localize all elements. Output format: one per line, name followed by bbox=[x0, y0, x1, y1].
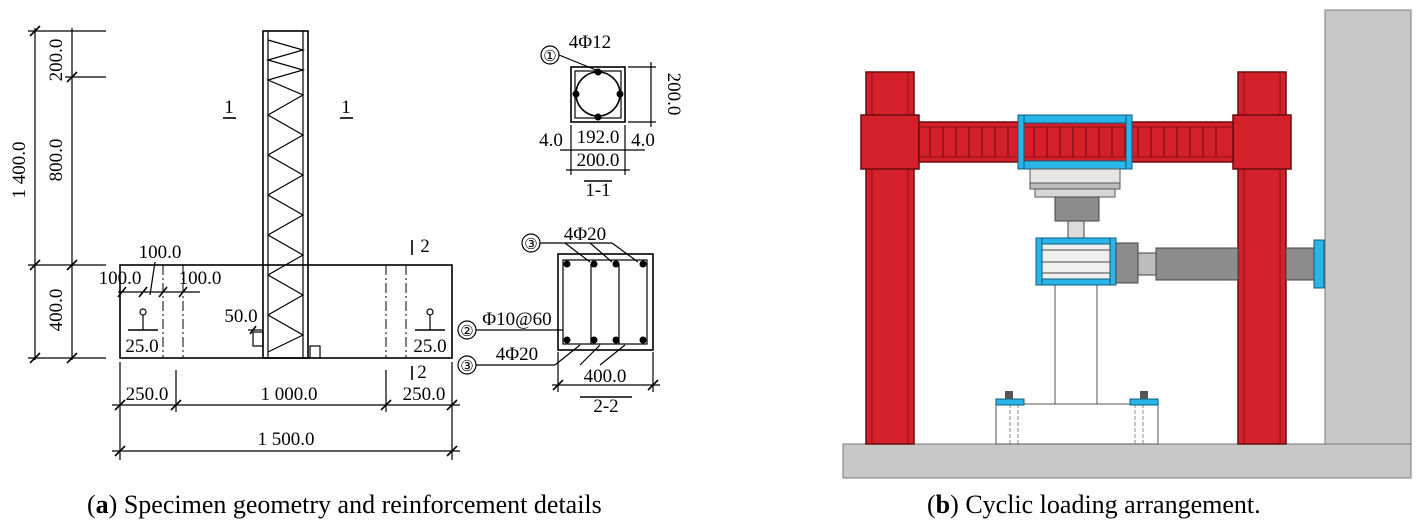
caption-b-letter: b bbox=[936, 490, 950, 519]
dim-1400: 1 400.0 bbox=[9, 142, 30, 199]
sec11-cover-right: 4.0 bbox=[631, 130, 655, 151]
sec22-width: 400.0 bbox=[584, 366, 627, 387]
stirrup-phi10-60: Φ10@60 bbox=[482, 309, 551, 330]
dim-100-top: 100.0 bbox=[139, 242, 182, 263]
dim-400: 400.0 bbox=[46, 289, 67, 332]
strong-floor bbox=[842, 443, 1412, 479]
sec11-title: 1-1 bbox=[585, 180, 610, 201]
sec11-inner: 192.0 bbox=[577, 127, 620, 148]
dim-800: 800.0 bbox=[46, 139, 67, 182]
dim-250-right: 250.0 bbox=[403, 384, 446, 405]
foundation-beam bbox=[995, 391, 1159, 445]
caption-a: (a) Specimen geometry and reinforcement … bbox=[87, 490, 602, 519]
section-mark-2-bottom: 2 bbox=[417, 362, 427, 383]
marker-1: ① bbox=[543, 49, 556, 65]
caption-b-text: Cyclic loading arrangement. bbox=[959, 490, 1261, 519]
sec11-height: 200.0 bbox=[663, 73, 684, 116]
dim-25-left: 25.0 bbox=[125, 336, 158, 357]
caption-a-letter: a bbox=[96, 490, 109, 519]
marker-3-top: ③ bbox=[524, 237, 537, 253]
bottom-bars-4phi20: 4Φ20 bbox=[496, 344, 538, 365]
column-head-clamp bbox=[1035, 237, 1117, 286]
cross-beam bbox=[918, 114, 1234, 170]
marker-3-bottom: ③ bbox=[460, 359, 473, 375]
dim-250-left: 250.0 bbox=[126, 384, 169, 405]
dim-1500: 1 500.0 bbox=[258, 429, 315, 450]
dim-100-left: 100.0 bbox=[99, 268, 142, 289]
sec11-cover-left: 4.0 bbox=[539, 130, 563, 151]
bar-4phi12: 4Φ12 bbox=[569, 32, 611, 53]
dim-1000: 1 000.0 bbox=[261, 384, 318, 405]
dim-100-right: 100.0 bbox=[179, 268, 222, 289]
dim-50: 50.0 bbox=[224, 306, 257, 327]
horizontal-actuator bbox=[1115, 239, 1325, 289]
dim-200: 200.0 bbox=[46, 39, 67, 82]
caption-b: (b) Cyclic loading arrangement. bbox=[927, 490, 1261, 519]
caption-a-text: Specimen geometry and reinforcement deta… bbox=[117, 490, 601, 519]
panel-b-drawing bbox=[842, 9, 1412, 479]
panel-a-labels: 200.0 800.0 1 400.0 400.0 1 1 2 2 100.0 … bbox=[9, 32, 684, 450]
specimen-column bbox=[1054, 282, 1098, 407]
top-bars-4phi20: 4Φ20 bbox=[564, 224, 606, 245]
sec11-width: 200.0 bbox=[577, 150, 620, 171]
section-mark-1-right: 1 bbox=[341, 97, 351, 118]
marker-2: ② bbox=[460, 324, 473, 340]
dim-25-right: 25.0 bbox=[413, 336, 446, 357]
section-mark-2-top: 2 bbox=[420, 236, 430, 257]
section-mark-1-left: 1 bbox=[224, 97, 234, 118]
sec22-title: 2-2 bbox=[593, 396, 618, 417]
reaction-wall bbox=[1324, 9, 1412, 479]
panel-a-drawing bbox=[28, 25, 660, 460]
vertical-actuator bbox=[1029, 168, 1121, 242]
